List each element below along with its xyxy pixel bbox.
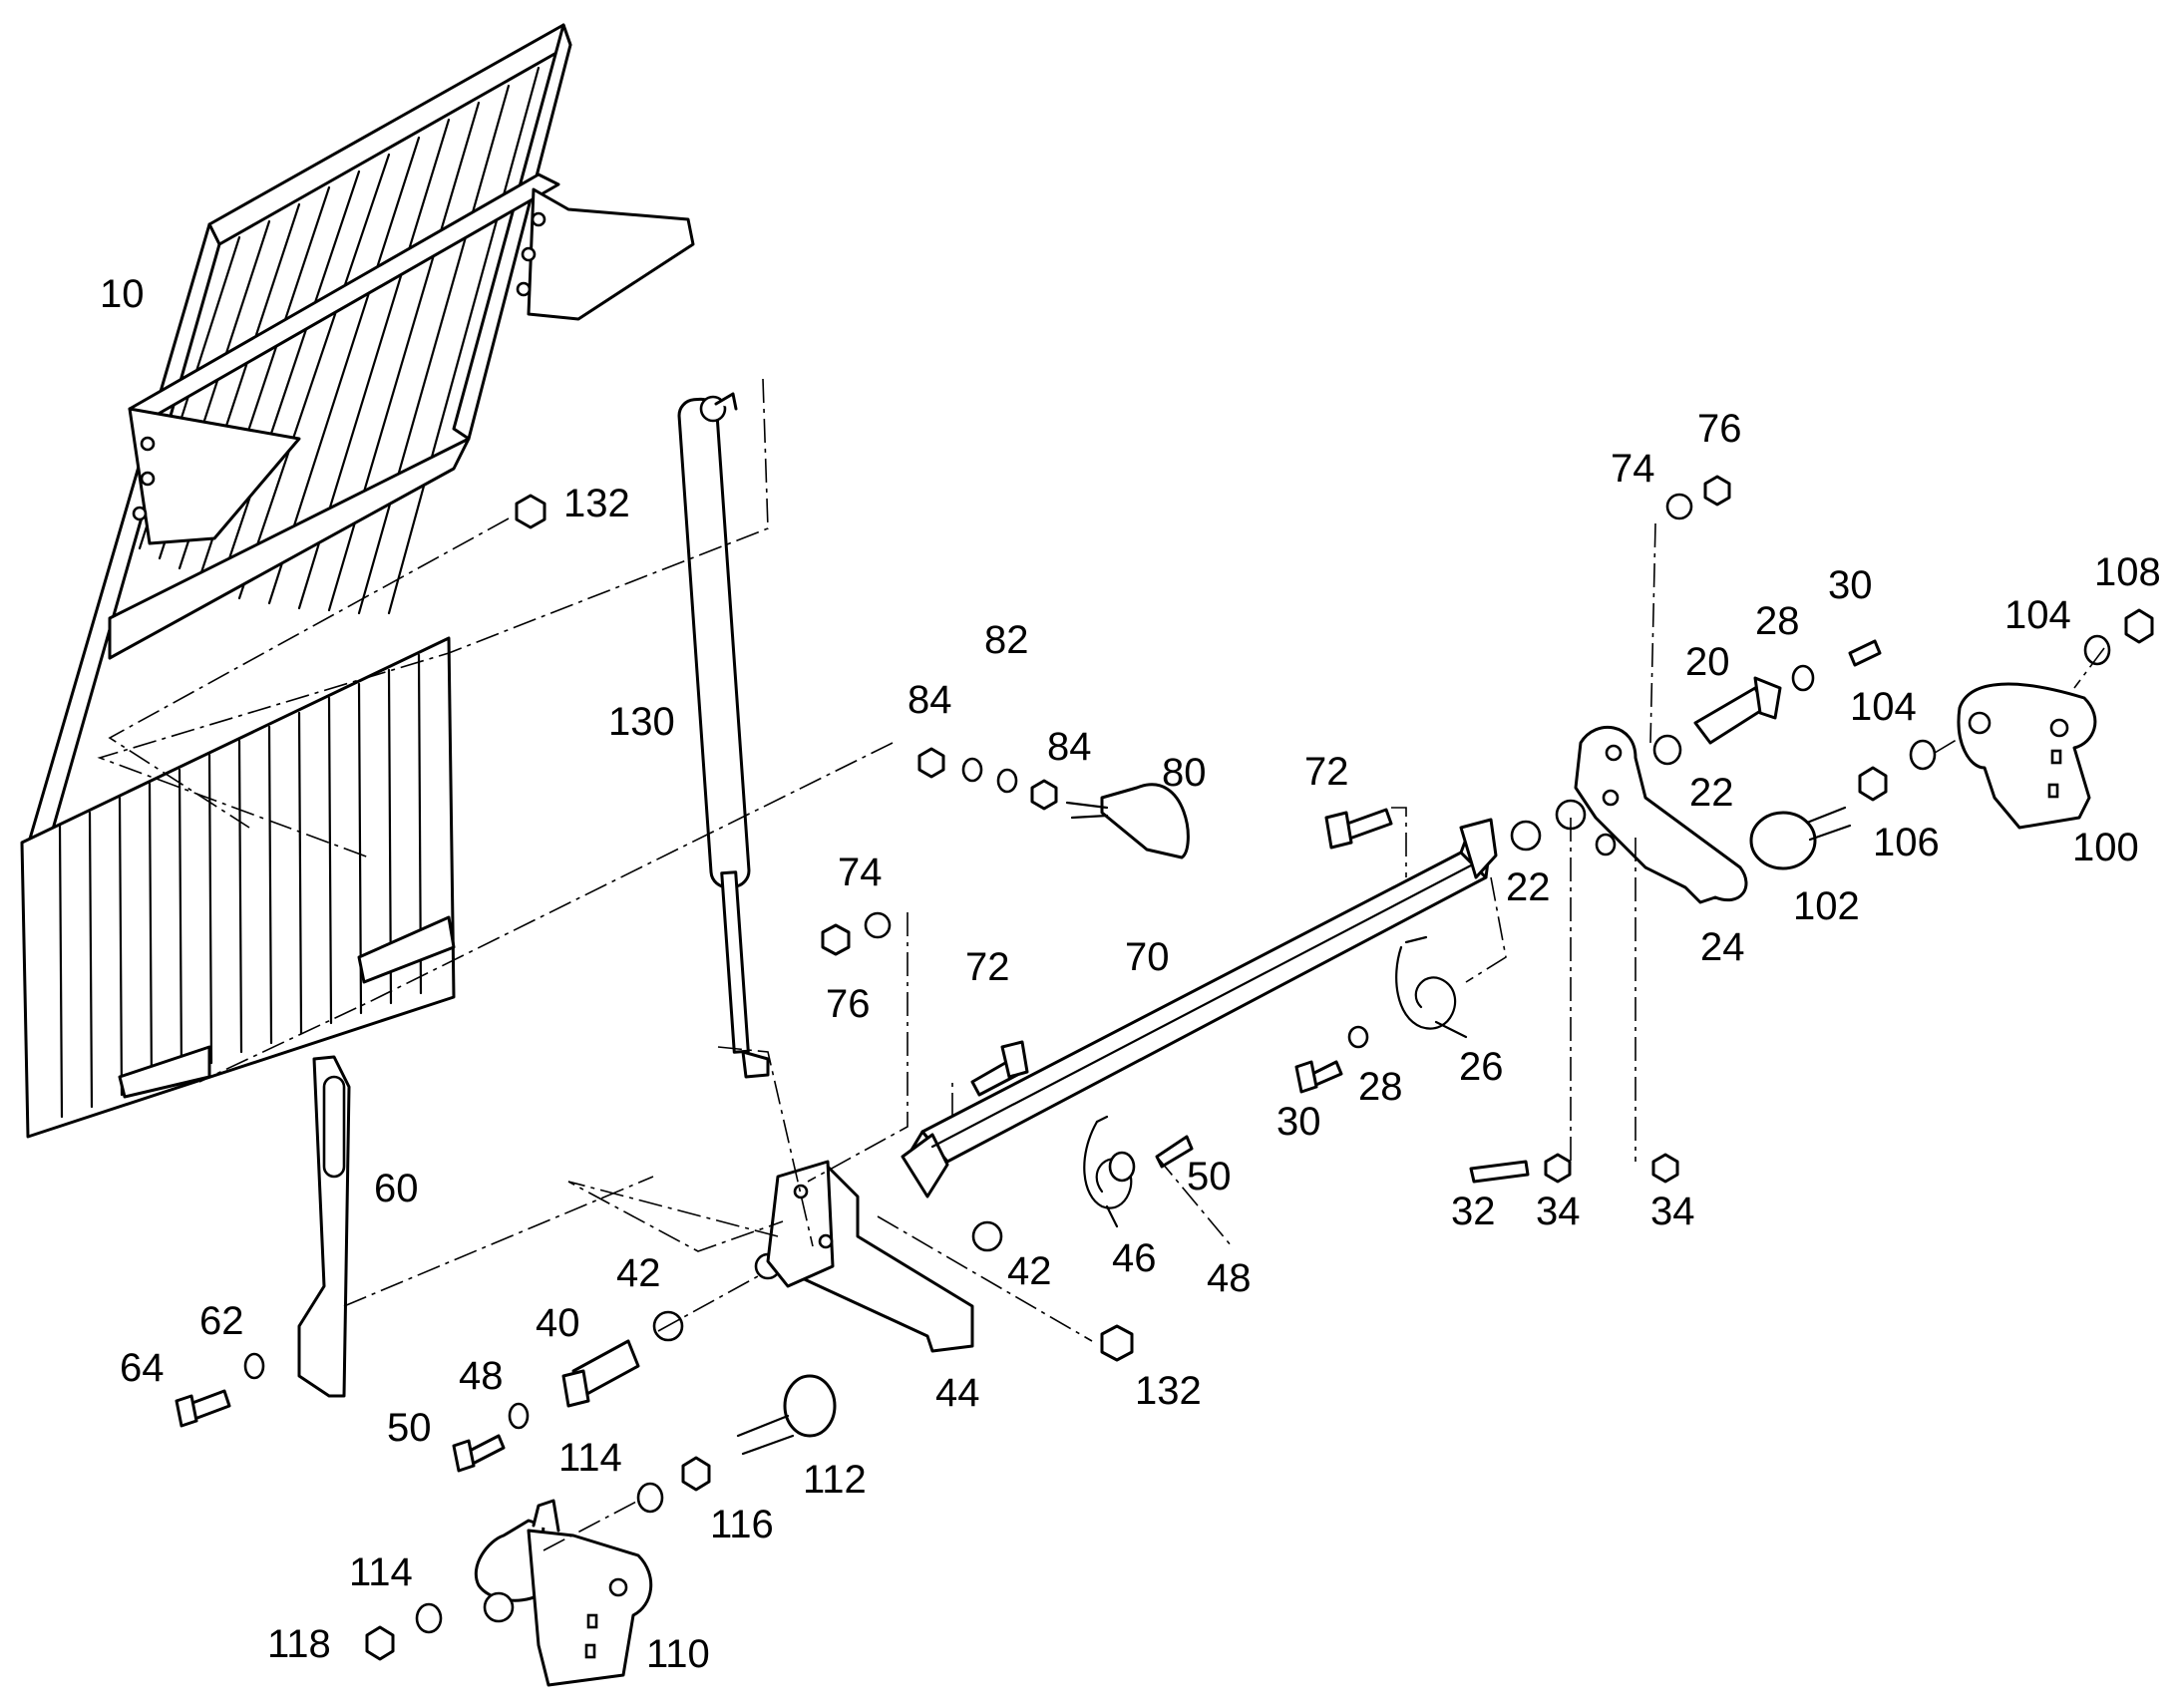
pin-20 <box>1693 676 1782 745</box>
label-30-lower: 30 <box>1276 1100 1321 1144</box>
label-82: 82 <box>984 618 1029 662</box>
bracket-100 <box>1957 682 2097 830</box>
label-64: 64 <box>120 1346 165 1390</box>
label-106: 106 <box>1873 821 1940 864</box>
label-24: 24 <box>1700 925 1745 969</box>
label-76-mid: 76 <box>826 982 871 1026</box>
knob-80 <box>1065 783 1190 859</box>
label-76-top: 76 <box>1697 407 1742 451</box>
label-80: 80 <box>1162 751 1207 795</box>
label-46: 46 <box>1112 1236 1157 1280</box>
bolts <box>175 639 1882 1473</box>
bracket-110 <box>474 1499 653 1687</box>
label-42-left: 42 <box>616 1251 661 1295</box>
label-74-mid: 74 <box>838 851 883 894</box>
label-20: 20 <box>1685 640 1730 684</box>
label-132-bottom: 132 <box>1135 1369 1202 1413</box>
label-84-left: 84 <box>908 678 952 722</box>
label-114-upper: 114 <box>558 1436 622 1480</box>
label-74-top: 74 <box>1611 447 1655 491</box>
label-114-lower: 114 <box>349 1550 413 1594</box>
label-62: 62 <box>199 1299 244 1343</box>
gas-strut-130 <box>677 392 770 1079</box>
label-84-right: 84 <box>1047 725 1092 769</box>
knob-112 <box>736 1374 837 1456</box>
lever-24 <box>1574 726 1748 904</box>
label-22-left: 22 <box>1506 865 1551 909</box>
label-116: 116 <box>710 1503 774 1546</box>
label-48-right: 48 <box>1207 1256 1252 1300</box>
label-112: 112 <box>803 1458 867 1502</box>
part-labels: 10 132 130 84 82 84 80 72 74 76 72 70 74… <box>100 272 2161 1676</box>
grate-frame-10 <box>20 23 695 1139</box>
label-30-upper: 30 <box>1828 563 1873 607</box>
spring-46 <box>1083 1115 1133 1228</box>
label-40: 40 <box>536 1301 580 1345</box>
label-28-upper: 28 <box>1755 599 1800 643</box>
spring-26 <box>1395 935 1468 1039</box>
leader-lines <box>97 378 2105 1551</box>
label-22-right: 22 <box>1689 771 1734 815</box>
pin-40 <box>561 1339 640 1408</box>
label-72-lower: 72 <box>965 945 1010 989</box>
label-34-left: 34 <box>1536 1190 1581 1233</box>
label-104-upper: 104 <box>2004 593 2071 637</box>
label-70: 70 <box>1125 935 1170 979</box>
label-118: 118 <box>267 1622 331 1666</box>
label-34-right: 34 <box>1650 1190 1695 1233</box>
label-10: 10 <box>100 272 145 316</box>
label-32: 32 <box>1451 1190 1496 1233</box>
label-108: 108 <box>2094 550 2161 594</box>
label-48-left: 48 <box>459 1354 504 1398</box>
nuts-and-washers <box>243 475 2154 1661</box>
label-60: 60 <box>374 1167 419 1210</box>
label-50-right: 50 <box>1187 1155 1232 1198</box>
label-100: 100 <box>2072 826 2139 869</box>
label-50-left: 50 <box>387 1406 432 1450</box>
label-132-top: 132 <box>563 482 630 525</box>
knob-102 <box>1749 806 1852 870</box>
label-44: 44 <box>935 1371 980 1415</box>
lever-60 <box>297 1055 351 1398</box>
label-130: 130 <box>608 700 675 744</box>
label-102: 102 <box>1793 884 1860 928</box>
label-104-lower: 104 <box>1850 685 1917 729</box>
label-28-lower: 28 <box>1358 1065 1403 1109</box>
label-42-right: 42 <box>1007 1249 1052 1293</box>
label-26: 26 <box>1459 1045 1504 1089</box>
shaft-tube-70 <box>901 818 1498 1198</box>
label-72-upper: 72 <box>1304 750 1349 794</box>
lever-44 <box>754 1160 974 1353</box>
label-110: 110 <box>646 1632 710 1676</box>
